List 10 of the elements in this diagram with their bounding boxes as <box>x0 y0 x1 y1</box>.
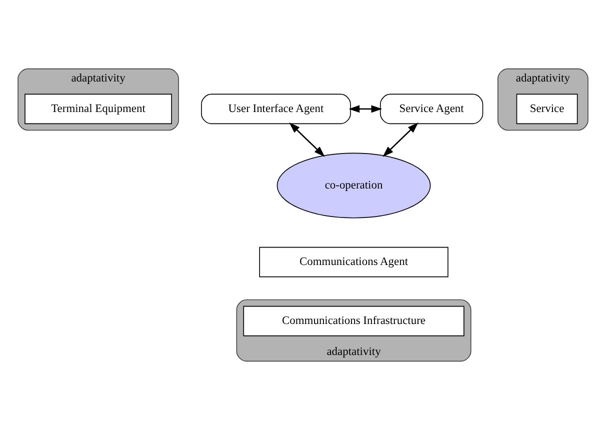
arrow <box>382 122 418 157</box>
node-box: User Interface Agent <box>201 94 351 124</box>
node-box: Communications Infrastructure <box>243 306 464 336</box>
node-ellipse: co-operation <box>276 152 431 218</box>
node-box: Service <box>516 94 578 124</box>
node-box: Communications Agent <box>259 246 448 278</box>
node-box: Terminal Equipment <box>24 94 172 124</box>
arrow <box>348 105 382 113</box>
arrow <box>289 122 325 157</box>
node-box: Service Agent <box>380 94 484 124</box>
